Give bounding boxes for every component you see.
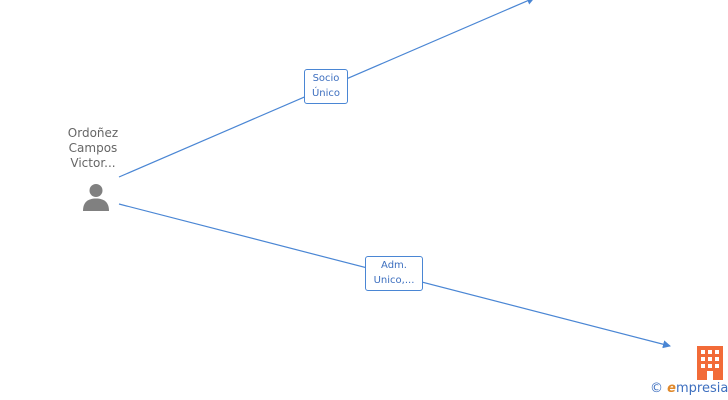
edge-label-line: Adm. xyxy=(381,260,407,271)
person-name[interactable]: Ordoñez Campos Victor... xyxy=(48,126,138,171)
person-icon[interactable] xyxy=(81,182,111,212)
copyright-symbol: © xyxy=(650,381,663,396)
person-name-line: Victor... xyxy=(70,156,116,170)
edge-label-adm-unico[interactable]: Adm. Unico,... xyxy=(365,256,423,291)
person-name-line: Ordoñez xyxy=(67,126,119,140)
watermark: © empresia xyxy=(650,380,728,398)
edge-label-line: Único xyxy=(311,88,341,99)
brand-initial: e xyxy=(667,381,676,396)
person-name-line: Campos xyxy=(68,141,118,155)
building-icon[interactable] xyxy=(697,346,723,380)
edge-label-line: Socio xyxy=(312,73,340,84)
edge-label-line: Unico,... xyxy=(373,275,415,286)
edge-label-socio-unico[interactable]: Socio Único xyxy=(304,69,348,104)
brand-text: mpresia xyxy=(675,381,728,396)
